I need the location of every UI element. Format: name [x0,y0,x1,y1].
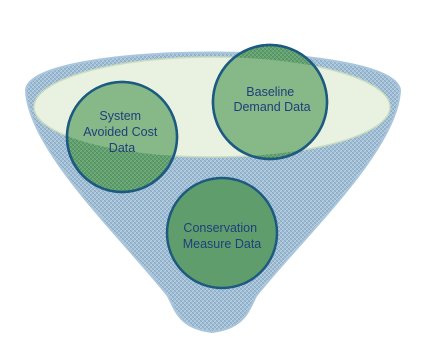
baseline-demand-line-2: Demand Data [233,100,310,114]
system-avoided-cost-line-1: System [99,109,141,123]
conservation-measure-label: Conservation Measure Data [183,221,262,251]
baseline-demand-label: Baseline Demand Data [233,85,310,114]
system-avoided-cost-line-3: Data [109,141,135,155]
conservation-measure-line-1: Conservation [183,221,257,235]
circle-conservation-measure: Conservation Measure Data [165,176,279,290]
system-avoided-cost-line-2: Avoided Cost [83,125,158,139]
system-avoided-cost-label: System Avoided Cost Data [83,109,161,155]
circle-system-avoided-cost: System Avoided Cost Data [65,80,179,194]
baseline-demand-line-1: Baseline [246,85,294,99]
circle-baseline-demand: Baseline Demand Data [211,43,329,161]
conservation-measure-line-2: Measure Data [183,237,262,251]
